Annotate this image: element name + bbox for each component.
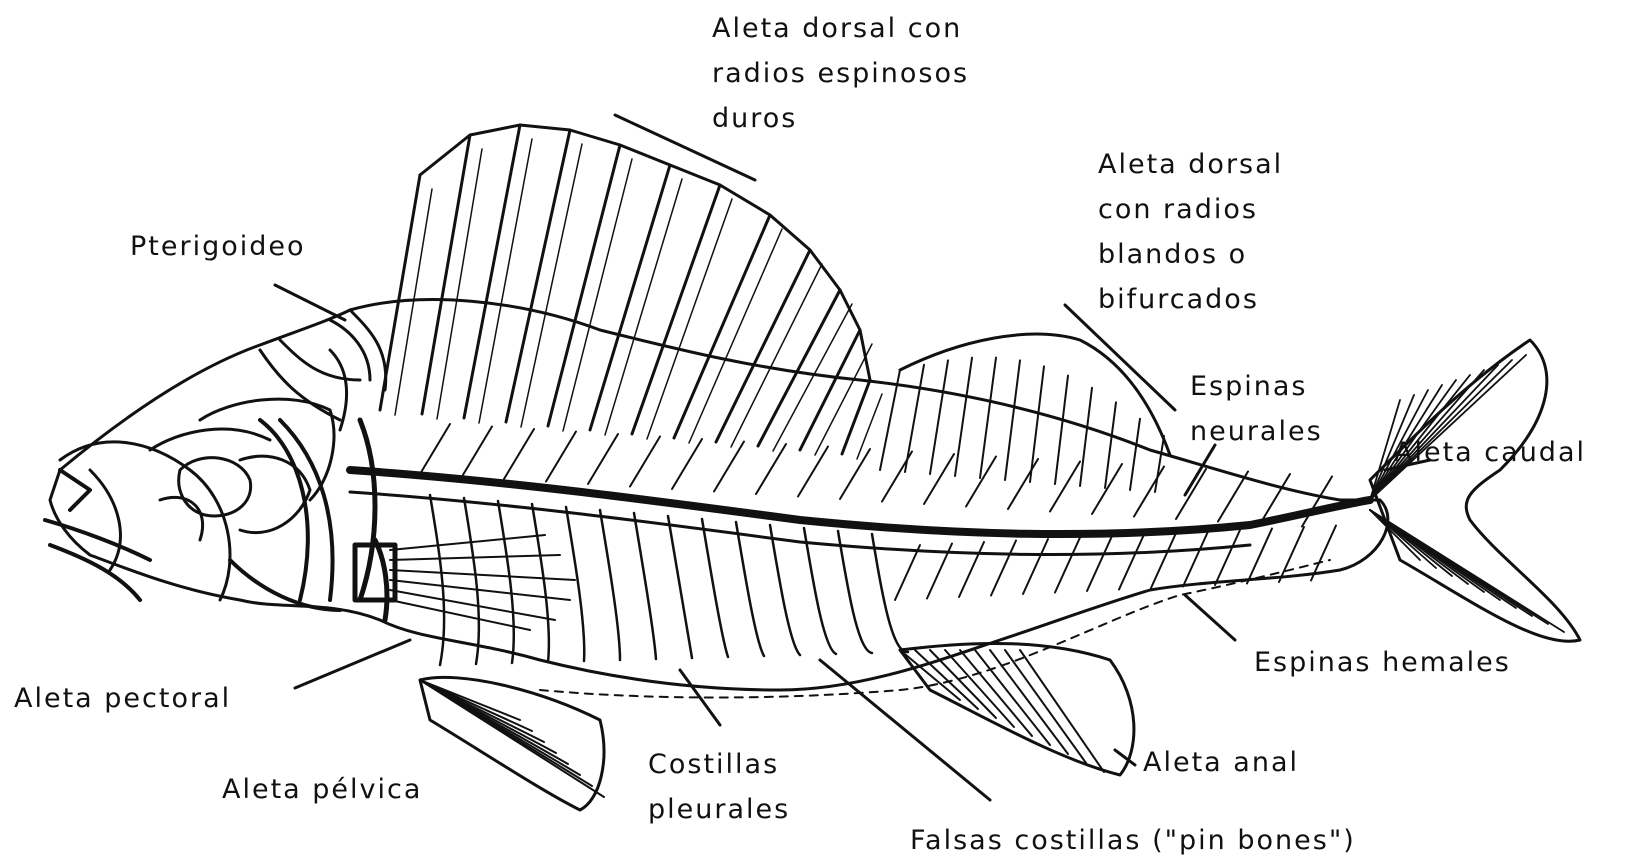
- dorsal-spine: [842, 380, 870, 454]
- jaw: [45, 470, 150, 600]
- pleural-rib: [668, 516, 692, 658]
- label-pterygoid: Pterigoideo: [130, 224, 306, 269]
- label-dorsal-fin-soft: Aleta dorsal con radios blandos o bifurc…: [1098, 142, 1283, 322]
- leader-pin-bones: [820, 660, 990, 800]
- neural-spine: [924, 454, 954, 504]
- haemal-spine: [1087, 536, 1112, 591]
- pleural-rib: [464, 498, 479, 664]
- haemal-spine: [1215, 530, 1240, 585]
- haemal-spine: [1151, 533, 1176, 588]
- dorsal-spine-fine: [731, 264, 822, 447]
- neural-spine: [756, 444, 786, 494]
- neural-spine: [504, 429, 534, 479]
- haemal-spine: [1119, 535, 1144, 590]
- neural-spine: [1050, 462, 1080, 512]
- dorsal-spine: [632, 185, 720, 434]
- label-pleural-ribs: Costillas pleurales: [648, 742, 790, 832]
- haemal-spine: [1055, 538, 1080, 593]
- neural-spine: [882, 452, 912, 502]
- haemal-spine: [895, 545, 920, 600]
- soft-dorsal-ray: [1030, 366, 1044, 482]
- neural-spine: [1302, 477, 1332, 527]
- soft-dorsal-ray: [930, 360, 948, 474]
- neural-spine: [630, 437, 660, 487]
- haemal-spine: [991, 541, 1016, 596]
- dorsal-spine: [590, 165, 670, 430]
- caudal-ray-upper: [1370, 355, 1526, 500]
- neural-spine: [672, 439, 702, 489]
- pleural-rib: [634, 513, 656, 659]
- neural-spine: [840, 449, 870, 499]
- soft-dorsal-ray: [905, 365, 924, 472]
- pleural-rib: [702, 519, 728, 657]
- pleural-rib: [804, 528, 836, 654]
- leader-pectoral-fin: [295, 640, 410, 688]
- label-pelvic-fin: Aleta pélvica: [222, 767, 422, 812]
- pleural-rib: [566, 507, 584, 661]
- caudal-ray-lower: [1370, 510, 1564, 632]
- soft-dorsal-ray: [1155, 436, 1164, 492]
- label-pectoral-fin: Aleta pectoral: [14, 676, 231, 721]
- neural-spine: [714, 442, 744, 492]
- pleural-rib: [600, 510, 620, 660]
- pleural-rib: [838, 531, 872, 653]
- neural-spine: [1008, 459, 1038, 509]
- dorsal-spine: [464, 125, 520, 418]
- label-haemal-spines: Espinas hemales: [1254, 640, 1511, 685]
- label-dorsal-fin-spiny: Aleta dorsal con radios espinosos duros: [712, 6, 969, 141]
- label-pin-bones: Falsas costillas ("pin bones"): [910, 818, 1356, 863]
- caudal-fin-outline: [1370, 340, 1580, 641]
- label-anal-fin: Aleta anal: [1143, 740, 1299, 785]
- label-neural-spines: Espinas neurales: [1190, 364, 1323, 454]
- haemal-spine: [1247, 529, 1272, 584]
- neural-spine: [1176, 469, 1206, 519]
- orbit: [179, 458, 251, 516]
- pleural-rib: [872, 534, 908, 652]
- dorsal-spine-fine: [521, 144, 582, 427]
- pleural-rib: [770, 525, 800, 655]
- soft-dorsal-ray: [1080, 388, 1092, 486]
- anal-fin-ray: [1005, 650, 1086, 763]
- dorsal-spine: [716, 250, 810, 442]
- haemal-spine: [1183, 532, 1208, 587]
- soft-dorsal-ray: [1130, 419, 1140, 490]
- opercle: [230, 420, 340, 610]
- neural-spine: [420, 424, 450, 474]
- haemal-spine: [959, 542, 984, 597]
- leader-pterygoid: [275, 285, 345, 320]
- dorsal-spine-fine: [563, 159, 632, 431]
- neural-spine: [462, 427, 492, 477]
- neural-spine: [546, 432, 576, 482]
- dorsal-spine: [380, 175, 420, 410]
- dorsal-spine: [674, 215, 770, 438]
- neural-spine: [1134, 467, 1164, 517]
- neural-spine: [588, 434, 618, 484]
- dorsal-spine-fine: [479, 139, 532, 423]
- leader-haemal-spines: [1185, 595, 1235, 640]
- haemal-spine: [1023, 539, 1048, 594]
- neural-spine: [798, 447, 828, 497]
- leader-pleural-ribs: [680, 670, 720, 725]
- pelvic-fin-ray: [420, 680, 604, 797]
- pterygoid-bones: [330, 310, 386, 430]
- soft-dorsal-ray: [1005, 360, 1020, 480]
- dorsal-spine: [422, 135, 470, 414]
- pleural-rib: [532, 504, 549, 662]
- neural-spine: [1218, 472, 1248, 522]
- label-caudal-fin: Aleta caudal: [1394, 430, 1586, 475]
- soft-dorsal-ray: [1055, 376, 1068, 484]
- soft-dorsal-ray: [955, 358, 972, 476]
- pleural-rib: [736, 522, 764, 656]
- pleural-rib: [498, 501, 514, 663]
